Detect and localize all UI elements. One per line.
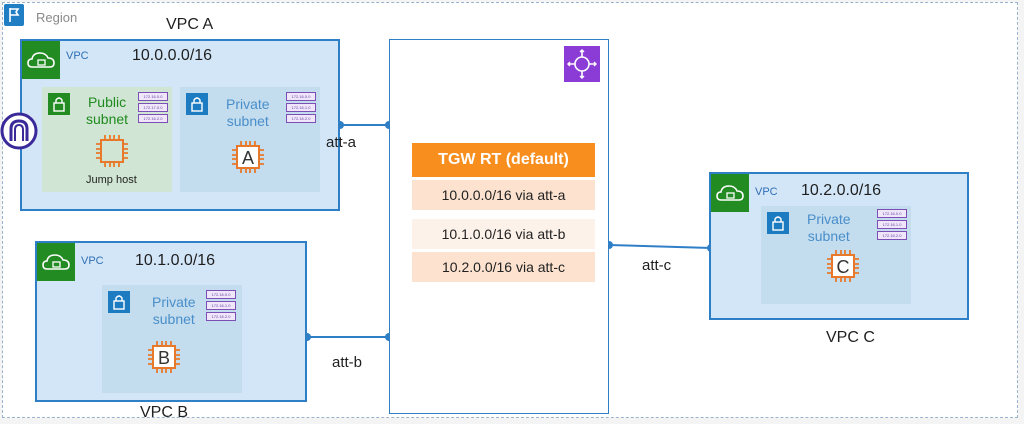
route-row-1: 10.0.0.0/16 via att-a (412, 180, 595, 210)
line-att-c (608, 244, 712, 249)
ec2-instance-icon: A (228, 137, 268, 177)
attachment-label-a: att-a (326, 134, 357, 151)
lock-icon (48, 93, 70, 115)
attachment-label-b: att-b (332, 354, 363, 371)
attachment-label-c: att-c (642, 257, 672, 274)
vpc-cloud-icon (37, 243, 75, 281)
vpc-c: VPC 10.2.0.0/16 Private subnet 172.16.0.… (709, 172, 969, 320)
route-table-title: TGW RT (default) (412, 143, 595, 177)
vpc-cloud-icon (22, 41, 60, 79)
vpc-a-private-subnet: Private subnet 172.16.0.0 172.16.1.0 172… (180, 87, 320, 192)
region-flag-icon (4, 4, 24, 26)
vpc-cloud-icon (711, 174, 749, 212)
ec2-instance-icon (92, 131, 132, 171)
vpc-a-cidr: 10.0.0.0/16 (132, 47, 213, 64)
vpc-c-private-subnet: Private subnet 172.16.0.0 172.16.1.0 172… (761, 206, 911, 304)
vpc-a-public-subnet-label: Public subnet (86, 94, 129, 127)
vpc-c-word: VPC (755, 186, 778, 198)
ec2-instance-icon: B (144, 337, 184, 377)
transit-gateway-icon (564, 46, 600, 82)
vpc-a-private-subnet-label: Private subnet (226, 96, 270, 129)
vpc-a-public-route-chips: 172.16.0.0 172.17.0.0 172.16.2.0 (138, 92, 168, 125)
vpc-b: VPC 10.1.0.0/16 Private subnet 172.16.0.… (35, 241, 307, 402)
lock-icon (767, 212, 789, 234)
vpc-b-cidr: 10.1.0.0/16 (135, 252, 216, 269)
instance-letter-c: C (837, 257, 850, 277)
vpc-b-word: VPC (81, 255, 104, 267)
lock-icon (186, 93, 208, 115)
lock-icon (108, 291, 130, 313)
vpc-c-cidr: 10.2.0.0/16 (801, 182, 882, 199)
vpc-b-private-route-chips: 172.16.0.0 172.16.1.0 172.16.2.0 (206, 290, 236, 323)
region-label: Region (36, 10, 78, 25)
route-row-2: 10.1.0.0/16 via att-b (412, 219, 595, 249)
route-row-3: 10.2.0.0/16 via att-c (412, 252, 595, 282)
vpc-c-private-route-chips: 172.16.0.0 172.16.1.0 172.16.2.0 (877, 209, 907, 242)
jump-host-label: Jump host (86, 174, 137, 186)
vpc-a-word: VPC (66, 50, 89, 62)
vpc-b-private-subnet: Private subnet 172.16.0.0 172.16.1.0 172… (102, 285, 242, 393)
vpc-a-public-subnet: Public subnet 172.16.0.0 172.17.0.0 172.… (42, 87, 172, 192)
instance-letter-a: A (242, 148, 254, 168)
instance-letter-b: B (158, 348, 170, 368)
vpc-a: VPC 10.0.0.0/16 Public subnet 172.16.0.0… (20, 39, 340, 211)
ec2-instance-icon: C (823, 246, 863, 286)
vpc-c-name: VPC C (826, 329, 875, 346)
vpc-b-name: VPC B (140, 404, 189, 421)
internet-gateway-icon (0, 111, 40, 151)
vpc-c-private-subnet-label: Private subnet (807, 211, 851, 244)
vpc-a-private-route-chips: 172.16.0.0 172.16.1.0 172.16.2.0 (286, 92, 316, 125)
vpc-a-name: VPC A (166, 16, 214, 33)
vpc-b-private-subnet-label: Private subnet (152, 294, 196, 327)
